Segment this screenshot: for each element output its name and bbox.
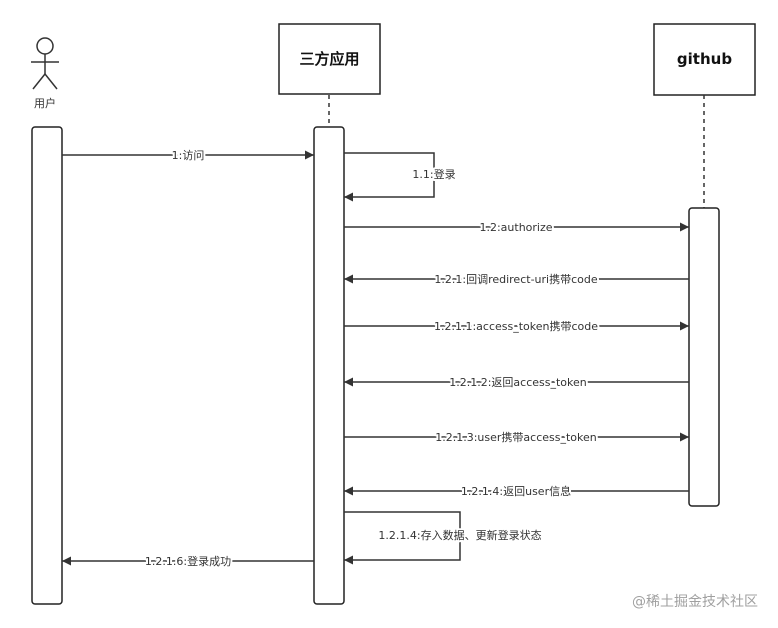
user-activation-bar [31,126,63,605]
message-1-label: 1:访问 [172,149,205,162]
third-party-label: 三方应用 [299,50,359,68]
message-1-2-1-2-label: 1.2.1.2:返回access_token [449,376,587,389]
user-actor: 用户 [31,37,59,110]
github-activation-bar [688,207,720,507]
message-1-2-label: 1.2:authorize [479,221,552,234]
github-box: github [653,23,756,96]
message-1-2-1-4b-arrow [344,511,461,565]
message-1-1-label: 1.1:登录 [412,167,455,181]
github-label: github [677,50,732,68]
message-1-2-1-6-label: 1.2.1.6:登录成功 [145,554,231,568]
message-1-1-arrow [344,152,435,202]
watermark-text: @稀土掘金技术社区 [632,594,758,610]
message-1-2-1-4-label: 1.2.1.4:返回user信息 [461,484,571,498]
third-party-box: 三方应用 [278,23,381,95]
user-label: 用户 [34,96,56,110]
stick-figure-icon [31,37,59,90]
message-1-2-1-4b-label: 1.2.1.4:存入数据、更新登录状态 [378,528,541,542]
message-1-2-1-3-label: 1.2.1.3:user携带access_token [435,430,597,444]
third-party-activation-bar [313,126,345,605]
message-1-2-1-label: 1.2.1:回调redirect-uri携带code [434,272,597,286]
message-1-2-1-1-label: 1.2.1.1:access_token携带code [434,319,598,333]
